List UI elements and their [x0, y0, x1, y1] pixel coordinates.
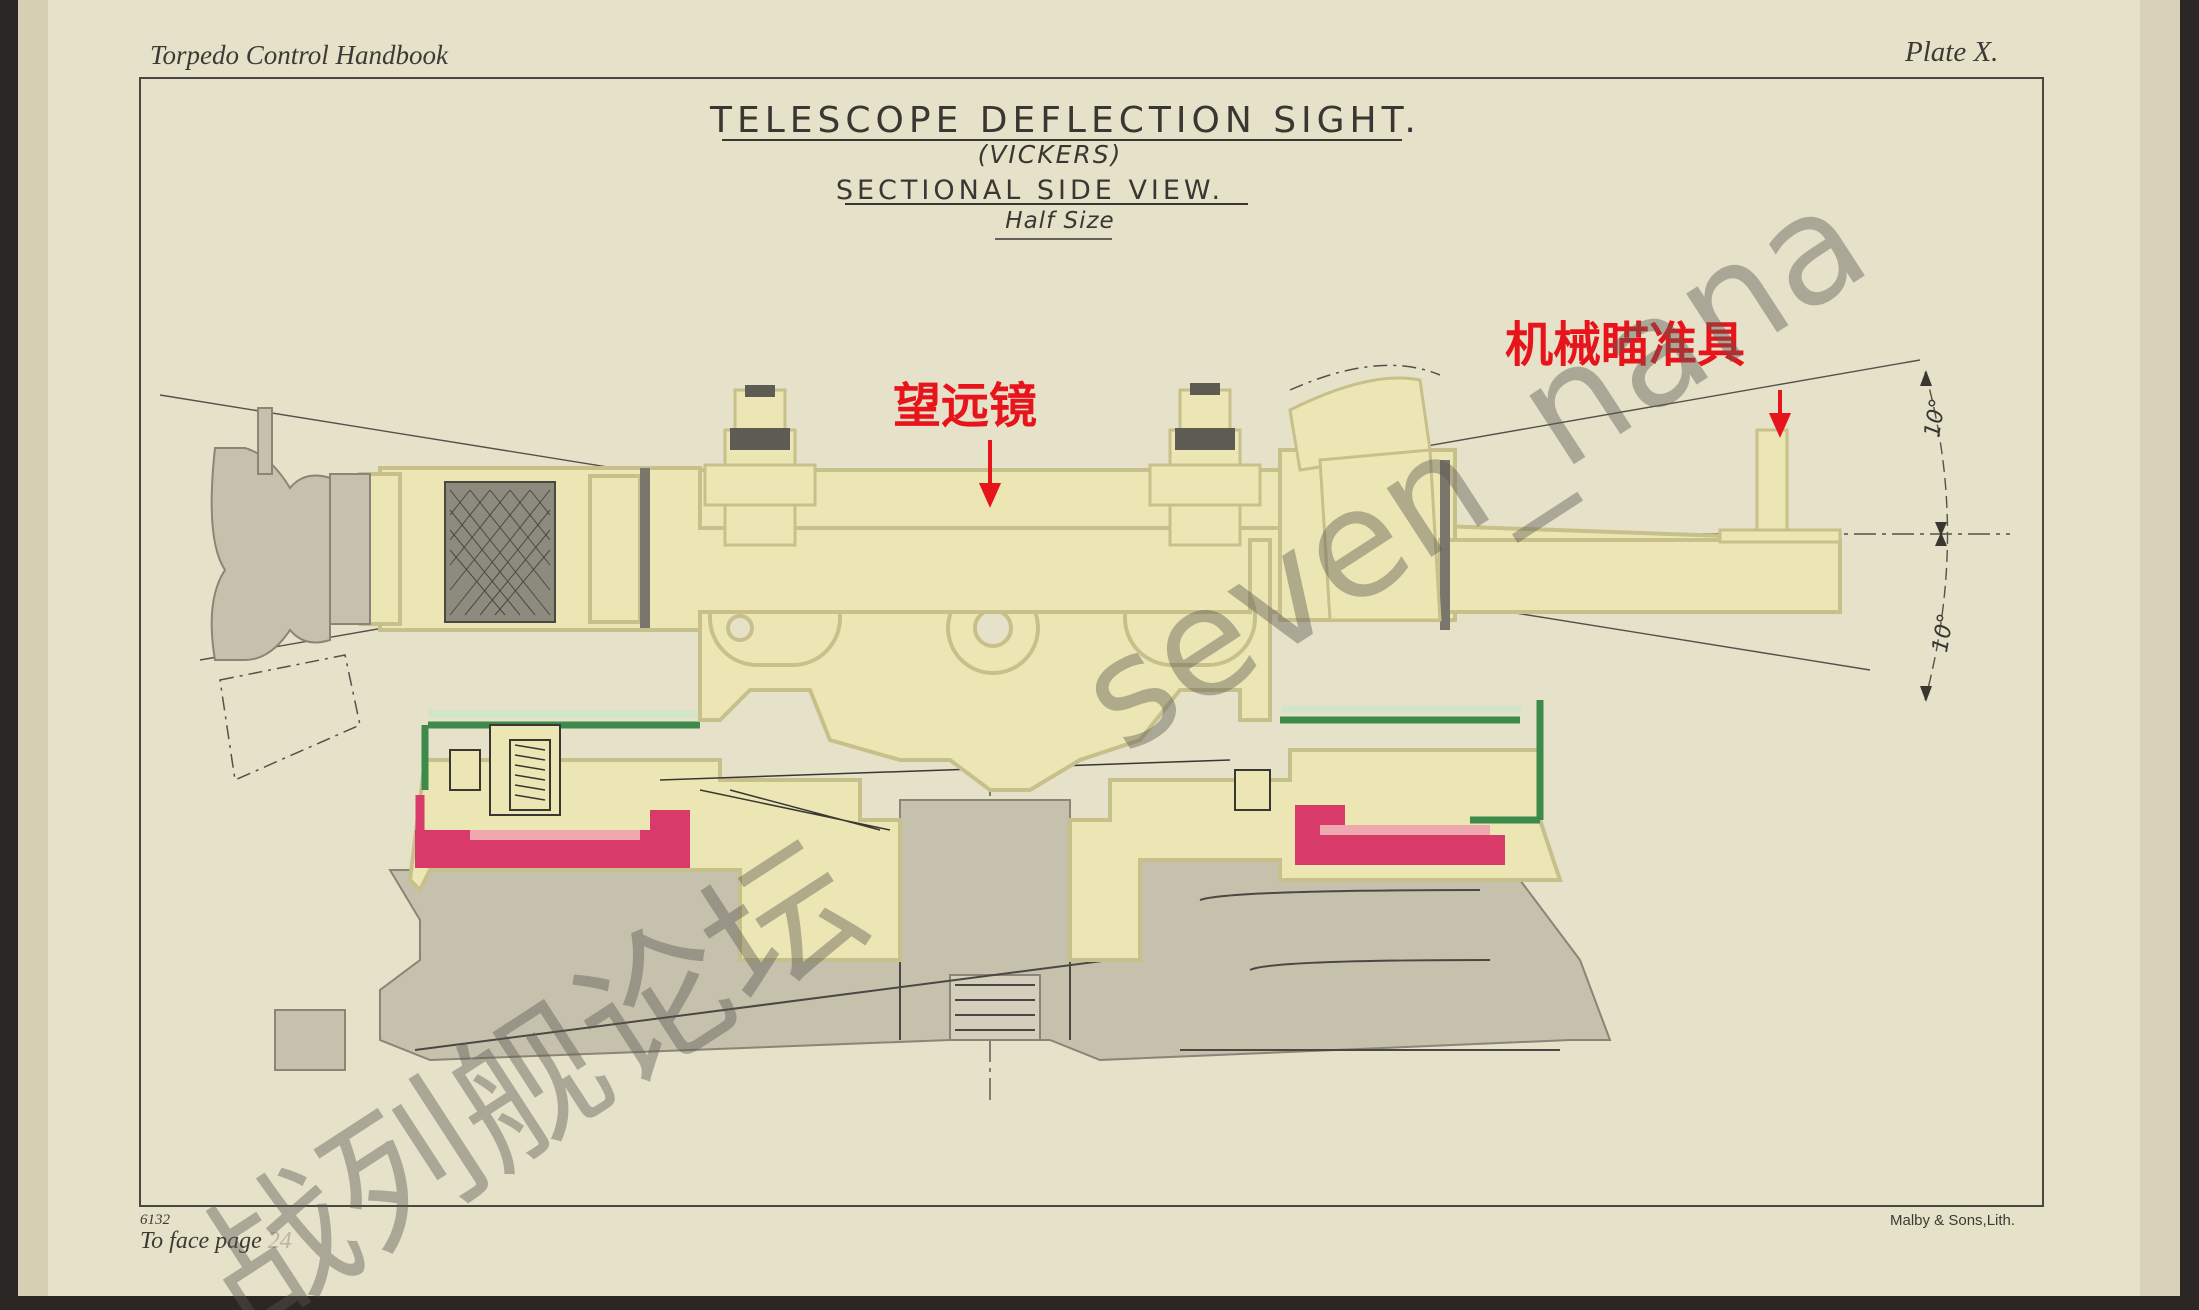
lithographer-credit: Malby & Sons,Lith.: [1890, 1212, 2016, 1229]
plate-title: TELESCOPE DEFLECTION SIGHT.: [710, 100, 1421, 141]
book-title: Torpedo Control Handbook: [150, 40, 449, 70]
plate-view: SECTIONAL SIDE VIEW.: [835, 175, 1225, 206]
annotation-telescope: 望远镜: [893, 378, 1038, 434]
annotation-arrows: [978, 390, 1792, 508]
bearing-ring-left: [415, 810, 690, 868]
facing-page-label: To face page: [140, 1228, 262, 1254]
eyecup: [210, 407, 371, 661]
plate-number: Plate X.: [1905, 36, 1999, 68]
facing-page-note: To face page 24: [140, 1228, 292, 1255]
focus-ring: [444, 481, 556, 623]
facing-page-number: 24: [267, 1228, 292, 1254]
sight-base: [274, 799, 1612, 1071]
plate-catalog-number: 6132: [140, 1212, 170, 1228]
mechanical-sight-post: [1718, 428, 1842, 544]
annotation-mechanical-sight: 机械瞄准具: [1505, 317, 1746, 373]
plate-border: [139, 77, 2044, 1207]
plate-maker: (VICKERS): [977, 140, 1123, 169]
objective-hood: [1288, 376, 1442, 622]
plate-scale: Half Size: [1005, 208, 1115, 234]
bearing-ring-right: [1295, 805, 1505, 865]
